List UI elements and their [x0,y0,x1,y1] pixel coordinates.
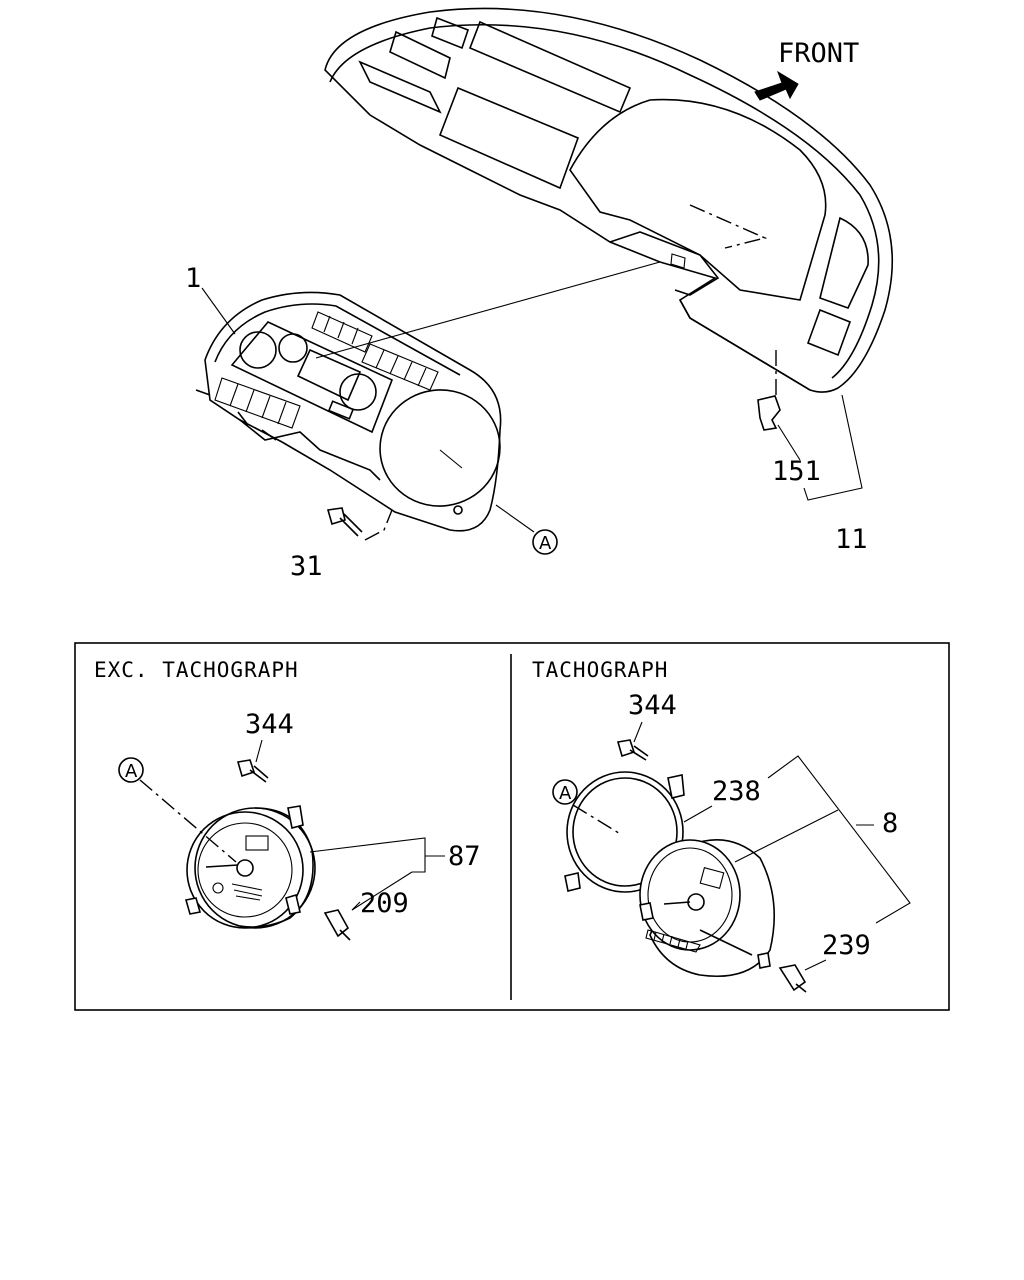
callout-A-top: A [539,533,552,554]
clip-151 [757,395,801,461]
callout-151: 151 [772,456,821,487]
leader-A-top [495,504,535,533]
reference-circle-icon [532,529,558,555]
callout-87: 87 [448,841,481,872]
callout-344-right: 344 [628,690,677,721]
screw-344-left [236,739,269,783]
callout-31: 31 [290,551,323,582]
leader-1 [201,287,236,335]
callout-1: 1 [185,263,201,294]
variant-box [74,642,950,1011]
callout-239: 239 [822,930,871,961]
screw-344-right [616,721,649,761]
bulb-239 [778,964,807,993]
front-label: FRONT [778,38,859,69]
leader-239 [804,959,827,971]
leader-8 [734,755,911,924]
callout-209: 209 [360,888,409,919]
leader-A-right [572,804,623,836]
instrument-cluster [195,291,502,532]
panel-title-tachograph: TACHOGRAPH [532,658,668,682]
panel-title-exc-tachograph: EXC. TACHOGRAPH [94,658,299,682]
screw-31 [326,507,393,541]
callout-344-left: 344 [245,709,294,740]
callout-A-left: A [125,761,138,782]
leader-209 [351,871,413,911]
leader-238 [683,805,713,823]
leader-A-left [139,779,237,863]
front-arrow-icon [754,70,799,101]
reference-circle-icon [552,779,578,805]
callout-11: 11 [835,524,868,555]
dashboard-panel [324,7,894,395]
reference-circle-icon [118,757,144,783]
tachograph-8 [639,838,775,978]
callout-238: 238 [712,776,761,807]
leader-87 [309,837,445,873]
callout-A-right: A [559,783,572,804]
speedometer-87 [184,805,316,929]
callout-8: 8 [882,808,898,839]
leader-11 [803,394,863,501]
